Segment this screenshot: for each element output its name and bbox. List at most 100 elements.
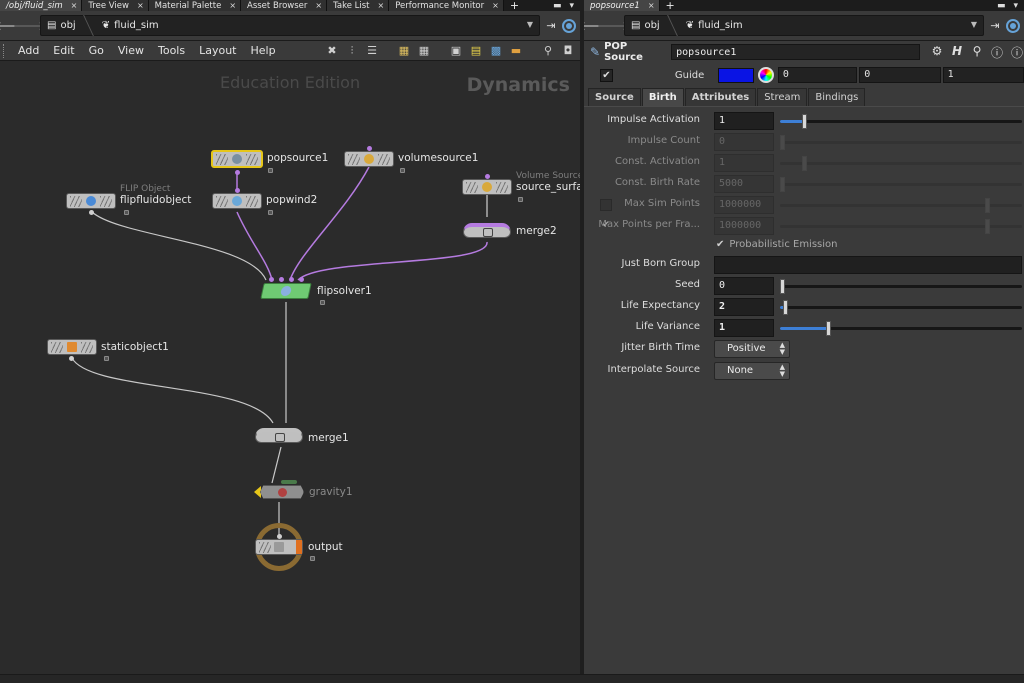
display-icon[interactable]: ▣ [450, 44, 462, 57]
add-tab-icon[interactable]: + [509, 0, 520, 12]
life-variance-field[interactable]: 1 [714, 319, 774, 337]
tab-attributes[interactable]: Attributes [684, 88, 757, 106]
guide-color-b-field[interactable]: 1 [942, 67, 1024, 83]
seed-slider[interactable] [780, 279, 1022, 294]
link-status-icon[interactable] [562, 18, 576, 33]
output-port[interactable] [69, 356, 74, 361]
breadcrumb-fluid-sim[interactable]: ❦fluid_sim [686, 20, 755, 31]
input-port[interactable] [485, 174, 490, 179]
menu-go[interactable]: Go [88, 44, 104, 57]
output-port[interactable] [89, 210, 94, 215]
slider-handle[interactable] [802, 156, 808, 171]
slider-handle[interactable] [780, 177, 785, 192]
const-birth-rate-field[interactable]: 5000 [714, 175, 774, 193]
max-sim-points-slider[interactable] [780, 198, 1022, 213]
tab-material-palette[interactable]: Material Palette× [148, 0, 242, 11]
close-icon[interactable]: × [229, 1, 237, 10]
network-canvas[interactable]: Education Edition Dynamics popsource1 vo… [0, 62, 580, 674]
just-born-group-field[interactable] [714, 256, 1022, 274]
operator-name-input[interactable] [671, 44, 920, 60]
sticky-note-icon[interactable]: ▤ [470, 44, 482, 57]
camera-icon[interactable]: ◘ [563, 44, 573, 57]
pane-divider[interactable] [580, 0, 584, 683]
node-flipfluidobject[interactable] [66, 193, 116, 209]
pane-minimize-icon[interactable]: ▬ [552, 0, 562, 11]
breadcrumb-fluid-sim[interactable]: ❦fluid_sim [102, 20, 171, 31]
add-tab-icon[interactable]: + [665, 0, 675, 12]
pane-minimize-icon[interactable]: ▬ [996, 0, 1006, 11]
pane-menu-icon[interactable]: ▾ [1013, 0, 1018, 11]
menu-add[interactable]: Add [18, 44, 40, 57]
pin-icon[interactable]: ⇥ [546, 19, 556, 32]
input-port[interactable] [289, 277, 294, 282]
input-port[interactable] [235, 188, 240, 193]
guide-color-g-field[interactable]: 0 [859, 67, 941, 83]
menu-tools[interactable]: Tools [157, 44, 186, 57]
input-port[interactable] [299, 277, 304, 282]
node-source-surface[interactable] [462, 179, 512, 195]
gear-icon[interactable]: ⚙ [931, 43, 943, 58]
display-flag-icon[interactable] [296, 540, 302, 554]
max-points-per-frame-slider[interactable] [780, 219, 1022, 234]
slider-handle[interactable] [802, 114, 808, 129]
wrench-icon[interactable]: ✖ [327, 44, 337, 57]
interpolate-source-menu[interactable]: None▲▼ [714, 362, 790, 380]
input-port[interactable] [279, 277, 284, 282]
search-icon[interactable]: ⚲ [543, 44, 553, 57]
breadcrumb-obj[interactable]: ▤obj [47, 20, 88, 31]
tab-network-fluid-sim[interactable]: /obj/fluid_sim× [0, 0, 83, 11]
tab-bindings[interactable]: Bindings [808, 88, 866, 106]
close-icon[interactable]: × [70, 1, 78, 10]
input-port[interactable] [277, 534, 282, 539]
color-wheel-icon[interactable] [757, 67, 774, 83]
path-field[interactable]: ▤obj ❦fluid_sim ▼ [40, 15, 540, 36]
slider-handle[interactable] [782, 300, 788, 315]
chevron-down-icon[interactable]: ▼ [970, 20, 977, 29]
menu-view[interactable]: View [117, 44, 144, 57]
max-sim-points-checkbox[interactable] [600, 199, 612, 211]
forward-arrow-icon[interactable]: 🡒 [12, 19, 46, 33]
tab-asset-browser[interactable]: Asset Browser× [241, 0, 328, 11]
const-activation-field[interactable]: 1 [714, 154, 774, 172]
max-points-per-frame-field[interactable]: 1000000 [714, 217, 774, 235]
chevron-down-icon[interactable]: ▼ [526, 20, 533, 29]
slider-handle[interactable] [780, 279, 785, 294]
tab-birth[interactable]: Birth [641, 88, 684, 106]
slider-handle[interactable] [985, 198, 990, 213]
node-output[interactable] [255, 539, 303, 555]
slider-handle[interactable] [826, 321, 832, 336]
info-icon[interactable]: ⓘ [990, 45, 1003, 60]
node-popsource1[interactable] [211, 150, 263, 168]
link-status-icon[interactable] [1006, 18, 1020, 33]
node-merge2[interactable] [463, 223, 511, 238]
tile-icon[interactable]: ▦ [418, 44, 430, 57]
close-icon[interactable]: × [492, 1, 499, 10]
slider-handle[interactable] [780, 135, 785, 150]
life-variance-slider[interactable] [780, 321, 1022, 336]
node-staticobject1[interactable] [47, 339, 97, 355]
node-popwind2[interactable] [212, 193, 262, 209]
output-port[interactable] [235, 170, 240, 175]
seed-field[interactable]: 0 [714, 277, 774, 295]
impulse-count-field[interactable]: 0 [714, 133, 774, 151]
close-icon[interactable]: × [136, 1, 144, 10]
menu-layout[interactable]: Layout [199, 44, 237, 57]
guide-color-r-field[interactable]: 0 [777, 67, 858, 83]
node-flipsolver1[interactable] [260, 283, 312, 299]
const-activation-slider[interactable] [780, 156, 1022, 171]
node-gravity1[interactable] [260, 485, 304, 499]
impulse-count-slider[interactable] [780, 135, 1022, 150]
menu-edit[interactable]: Edit [53, 44, 75, 57]
life-expectancy-slider[interactable] [780, 300, 1022, 315]
tree-layout-icon[interactable]: ⫶ [350, 43, 354, 57]
guide-color-swatch[interactable] [718, 67, 754, 83]
close-icon[interactable]: × [647, 1, 655, 10]
breadcrumb-obj[interactable]: ▤obj [631, 20, 672, 31]
tab-tree-view[interactable]: Tree View× [82, 0, 149, 11]
slider-handle[interactable] [985, 219, 990, 234]
const-birth-rate-slider[interactable] [780, 177, 1022, 192]
impulse-activation-slider[interactable] [780, 114, 1022, 129]
list-icon[interactable]: ☰ [367, 44, 377, 57]
path-field[interactable]: ▤obj ❦fluid_sim ▼ [624, 15, 984, 36]
tab-take-list[interactable]: Take List× [327, 0, 390, 11]
